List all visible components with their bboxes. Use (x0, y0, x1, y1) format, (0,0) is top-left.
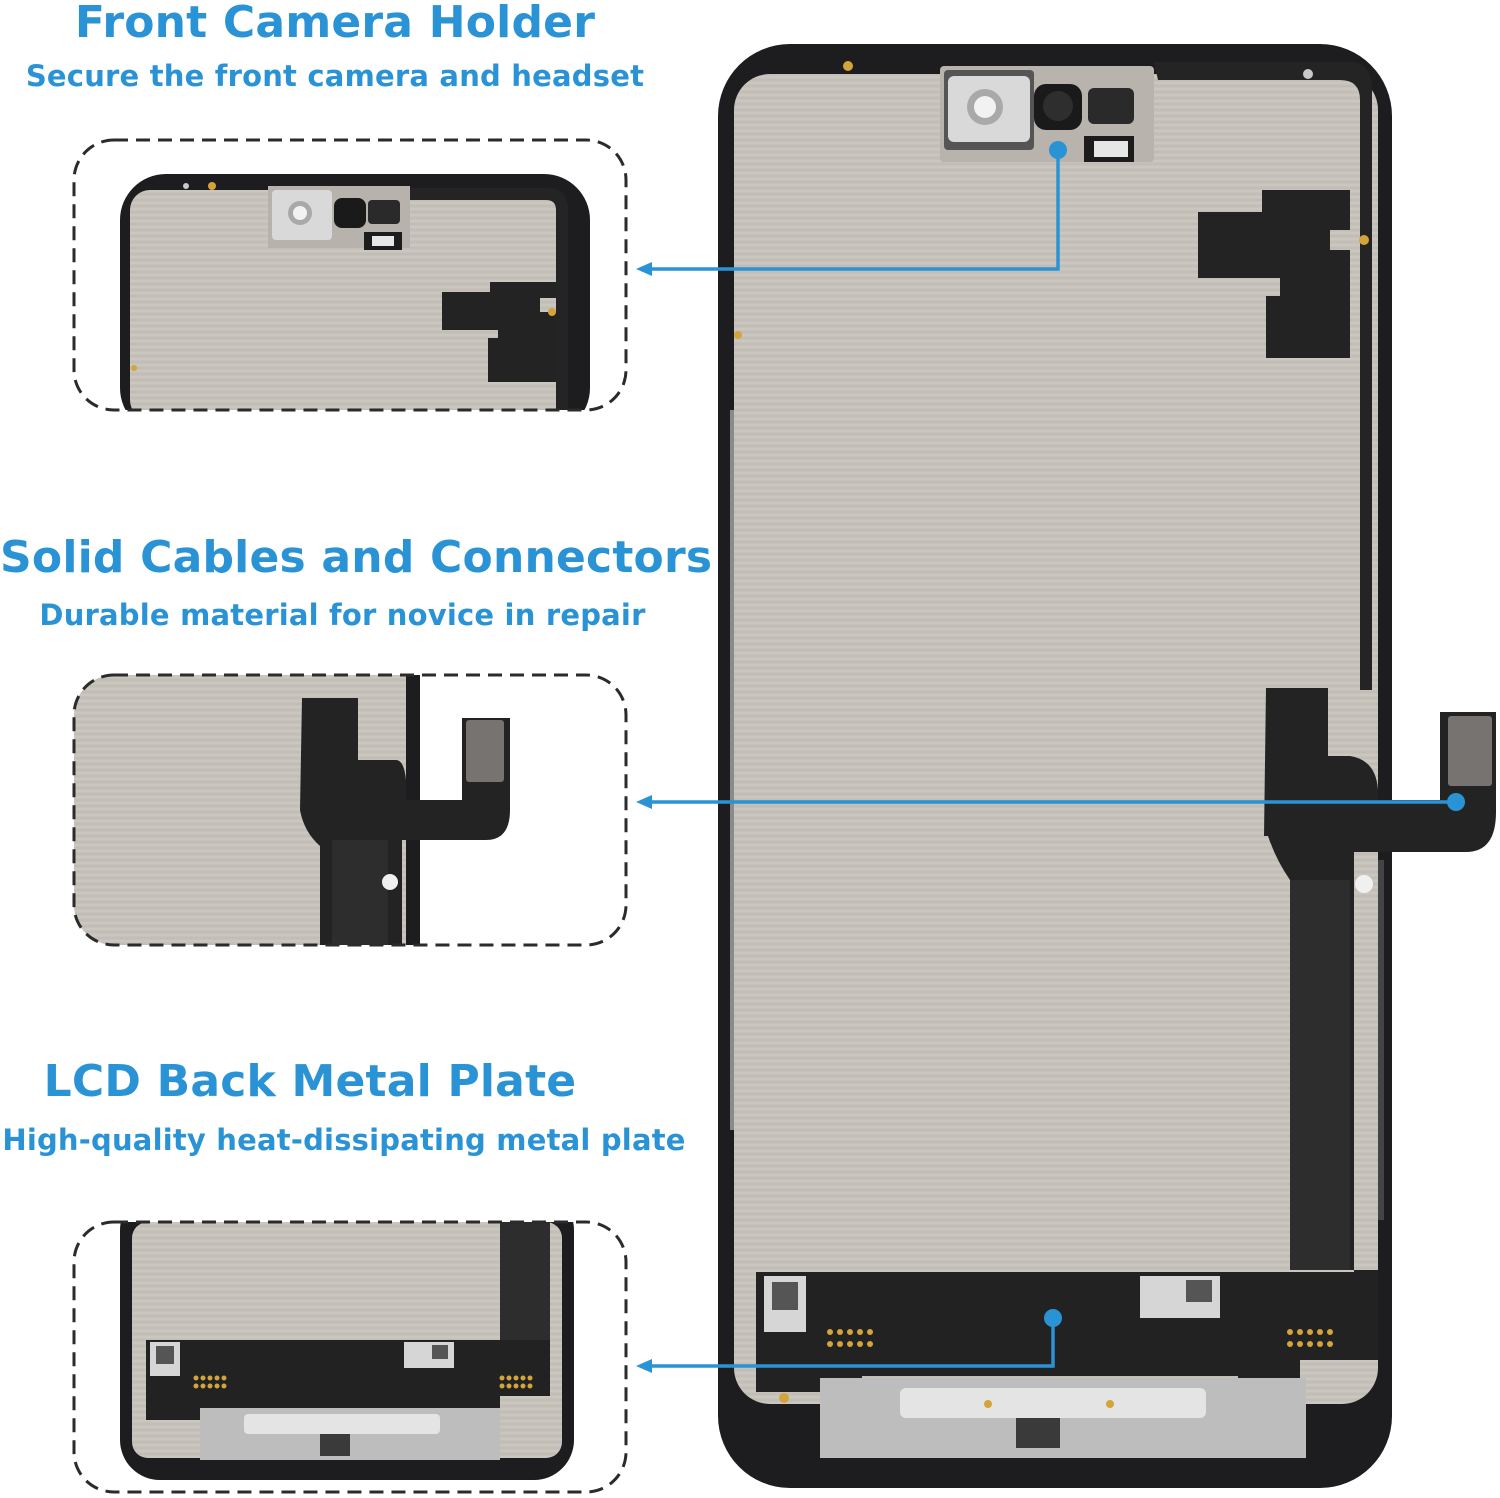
arrow-left-icon (636, 262, 652, 276)
detail-connector-tab (466, 720, 504, 782)
lcd-screen-assembly (718, 44, 1496, 1488)
callout-lines (648, 150, 1456, 1368)
detail-frame-2 (72, 673, 628, 947)
feature-2-title: Solid Cables and Connectors (0, 532, 713, 583)
feature-3-title: LCD Back Metal Plate (43, 1056, 577, 1107)
detail-cables-connectors (72, 673, 628, 947)
sensor-icon (1043, 91, 1073, 121)
callout-dot-plate (1044, 1309, 1062, 1327)
detail-metal-plate (72, 1220, 628, 1494)
metal-plate (734, 74, 1378, 1404)
callout-line-camera (648, 150, 1060, 271)
feature-1-title: Front Camera Holder (74, 0, 596, 48)
detail-front-camera (72, 138, 628, 412)
detail-frame-1 (72, 138, 628, 412)
feature-1-subtitle: Secure the front camera and headset (25, 59, 645, 93)
arrow-left-icon (636, 1359, 652, 1373)
callout-dot-cable (1447, 793, 1465, 811)
detail-frame-3 (72, 1220, 628, 1494)
feature-3-subtitle: High-quality heat-dissipating metal plat… (2, 1123, 686, 1157)
callout-line-plate (648, 1318, 1055, 1368)
feature-2-subtitle: Durable material for novice in repair (39, 598, 646, 632)
cable-connector-tab (1448, 716, 1492, 786)
callout-dot-camera (1049, 141, 1067, 159)
arrow-left-icon (636, 795, 652, 809)
